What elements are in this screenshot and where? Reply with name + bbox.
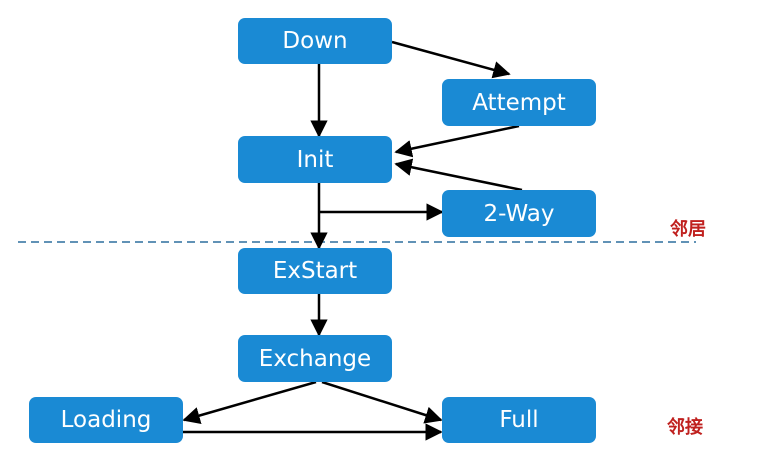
state-two-way: 2-Way (442, 190, 596, 237)
edge-down-to-attempt (391, 40, 511, 79)
state-exstart: ExStart (238, 248, 392, 294)
state-down: Down (238, 18, 392, 64)
state-full: Full (442, 397, 596, 443)
edge-twoway-to-init (394, 158, 523, 192)
neighbor-label: 邻居 (670, 219, 706, 240)
edge-exchange-to-loading (182, 380, 317, 425)
state-exchange: Exchange (238, 335, 392, 382)
edge-attempt-to-init (394, 124, 520, 158)
state-loading: Loading (29, 397, 183, 443)
edge-exchange-to-full (321, 380, 443, 424)
adjacency-label: 邻接 (667, 417, 703, 438)
state-init: Init (238, 136, 392, 183)
state-attempt: Attempt (442, 79, 596, 126)
